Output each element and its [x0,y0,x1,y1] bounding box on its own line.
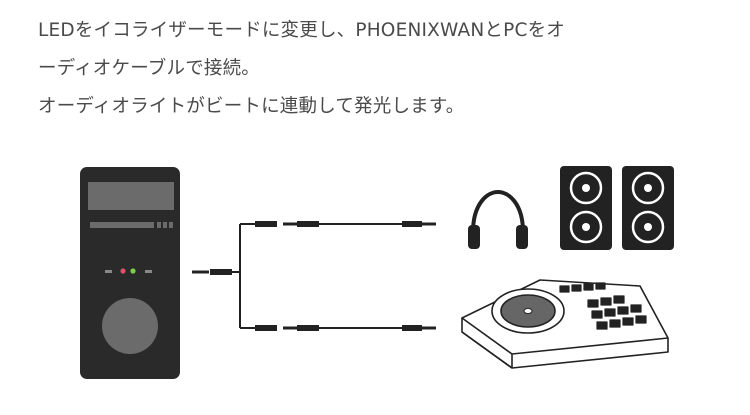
instruction-line-1: LEDをイコライザーモードに変更し、PHOENIXWANとPCをオ [38,20,565,41]
audio-cable [192,221,436,331]
speaker-right [622,166,674,250]
speakers-icon [560,166,674,250]
instruction-text: LEDをイコライザーモードに変更し、PHOENIXWANとPCをオ ーディオケー… [38,12,738,126]
fan-grille [102,298,158,354]
drive-bay [88,182,174,210]
led-red [120,268,126,274]
instruction-line-3: オーディオライトがビートに連動して発光します。 [38,96,465,117]
dj-controller-icon [461,279,669,369]
headphones-icon [468,189,528,249]
instruction-line-2: ーディオケーブルで接続。 [38,58,260,79]
pc-tower-icon [80,167,180,379]
led-green [130,268,136,274]
speaker-left [560,166,612,250]
